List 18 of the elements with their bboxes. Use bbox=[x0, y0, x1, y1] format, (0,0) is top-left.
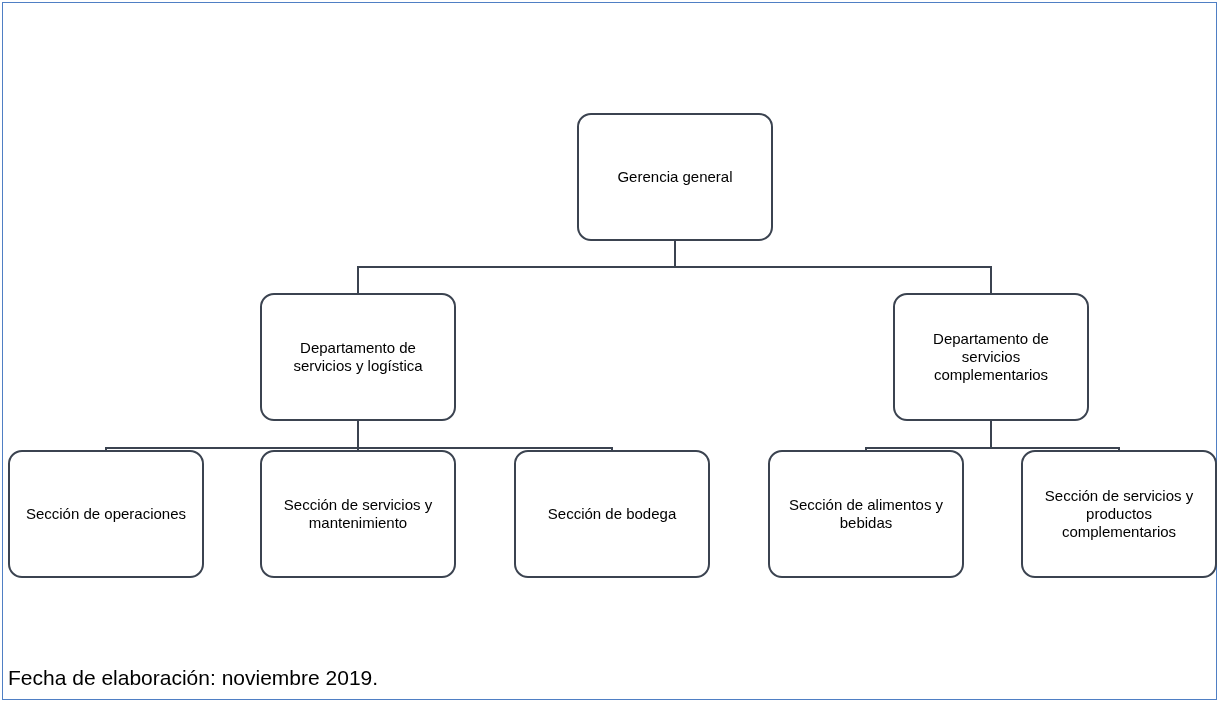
org-box bbox=[514, 450, 710, 578]
box-label: Departamento de servicios complementarios bbox=[932, 330, 1050, 384]
box-label: Sección de servicios y productos complementarios bbox=[1043, 487, 1195, 541]
org-box bbox=[260, 450, 456, 578]
org-box bbox=[768, 450, 964, 578]
org-box bbox=[577, 113, 773, 241]
box-label: Sección de alimentos y bebidas bbox=[787, 496, 945, 532]
box-label: Departamento de servicios y logística bbox=[292, 339, 424, 375]
caption: Fecha de elaboración: noviembre 2019. bbox=[8, 666, 379, 690]
box-label: Sección de operaciones bbox=[25, 505, 187, 523]
box-label: Gerencia general bbox=[617, 168, 733, 186]
org-box bbox=[8, 450, 204, 578]
org-box bbox=[1021, 450, 1217, 578]
org-box bbox=[260, 293, 456, 421]
box-label: Sección de servicios y mantenimiento bbox=[282, 496, 434, 532]
box-label: Sección de bodega bbox=[547, 505, 677, 523]
org-box bbox=[893, 293, 1089, 421]
connector-line bbox=[674, 240, 992, 294]
